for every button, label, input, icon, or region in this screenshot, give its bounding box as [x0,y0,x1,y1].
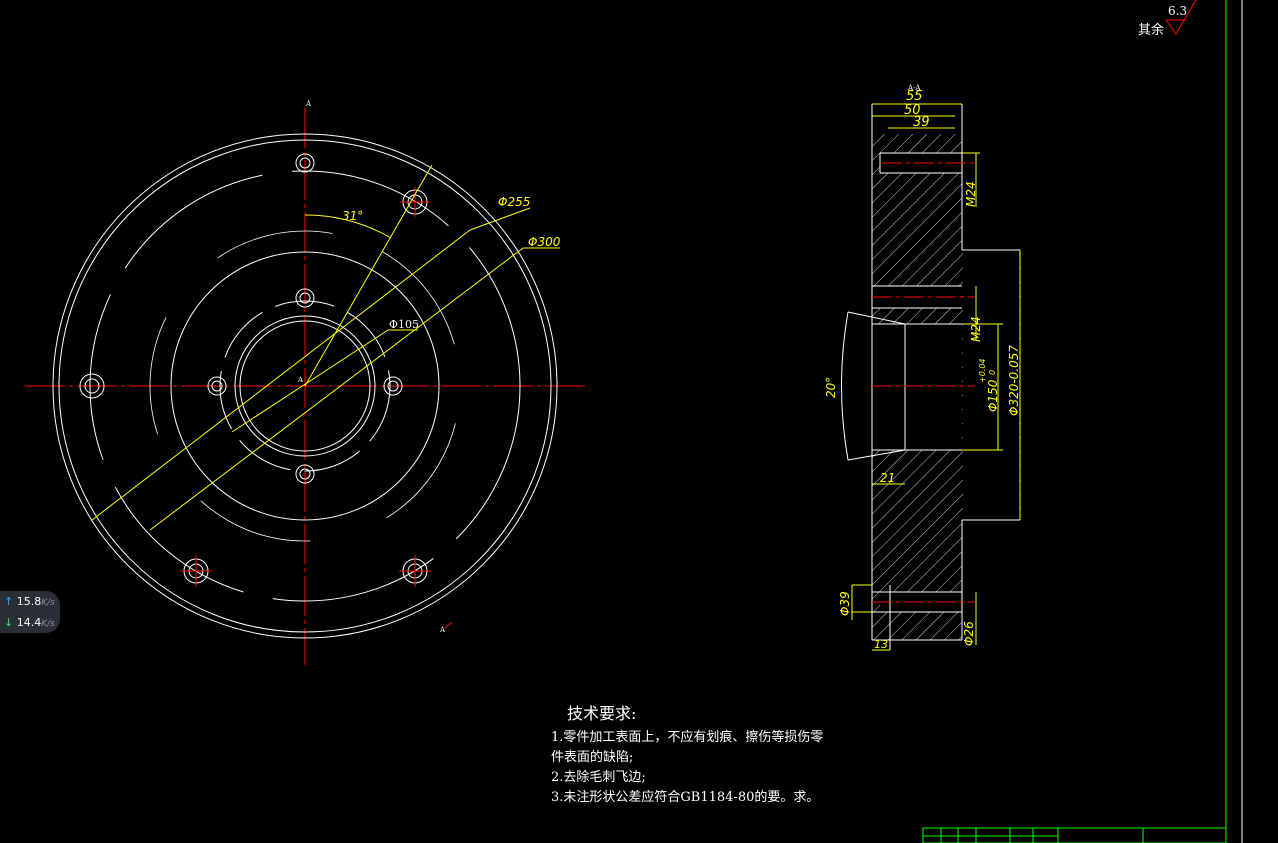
upload-arrow-icon: ↑ [4,595,14,608]
thread-top-label: M24 [964,181,978,207]
download-unit: K/s [41,619,55,629]
thread-mid-label: M24 [969,316,983,342]
dim-21: 21 [880,471,895,485]
dim-55: 55 [906,89,923,104]
notes-line: 3.未注形状公差应符合GB1184-80的要。求。 [551,790,820,805]
section-view: A-A [824,84,1021,651]
upload-value: 15.8 [16,595,42,608]
section-dimensions [851,103,1021,651]
diameter-255-label: Φ255 [498,195,530,209]
cut-label-bottom: A [439,626,446,634]
notes-line: 件表面的缺陷; [551,750,634,765]
surface-finish-value: 6.3 [1168,4,1187,18]
bore-tolerance-lower: 0 [988,370,997,375]
dia-39-label: Φ39 [838,591,852,616]
download-arrow-icon: ↓ [4,616,14,629]
diameter-105-label: Φ105 [389,318,419,331]
angle-dimension: 31° [342,209,363,223]
notes-line: 1.零件加工表面上，不应有划痕、擦伤等损伤零 [551,730,824,745]
cut-label-top: A [305,100,312,108]
download-speed: ↓ 14.4K/s [0,612,60,633]
technical-requirements: 技术要求: 1.零件加工表面上，不应有划痕、擦伤等损伤零 件表面的缺陷; 2.去… [551,704,823,808]
drawing-border [922,0,1243,843]
upload-unit: K/s [41,598,55,608]
front-view: A A [25,100,585,665]
bore-tolerance-upper: +0.04 [978,358,987,383]
diameter-300-label: Φ300 [528,235,561,249]
notes-title: 技术要求: [567,704,637,723]
inner-bolt-holes [207,288,403,484]
section-label: A-A [907,84,921,92]
outer-bolt-holes [79,153,431,587]
dim-13: 13 [874,638,888,651]
notes-line: 2.去除毛刺飞边; [551,770,646,785]
angle-20-label: 20° [824,377,838,398]
upload-speed: ↑ 15.8K/s [0,591,60,612]
surface-finish-symbol: 其余 6.3 [1138,0,1197,38]
outer-diameter-label: Φ320-0.057 [1007,345,1021,416]
dia-26-label: Φ26 [962,621,976,646]
bore-label: Φ150 [986,379,1000,412]
dim-39: 39 [913,115,930,130]
center-label: A [297,376,304,384]
network-speed-widget[interactable]: ↑ 15.8K/s ↓ 14.4K/s [0,591,60,633]
surface-finish-label: 其余 [1138,22,1164,38]
download-value: 14.4 [16,616,42,629]
front-dimensions [91,164,560,531]
dim-50: 50 [904,103,921,118]
